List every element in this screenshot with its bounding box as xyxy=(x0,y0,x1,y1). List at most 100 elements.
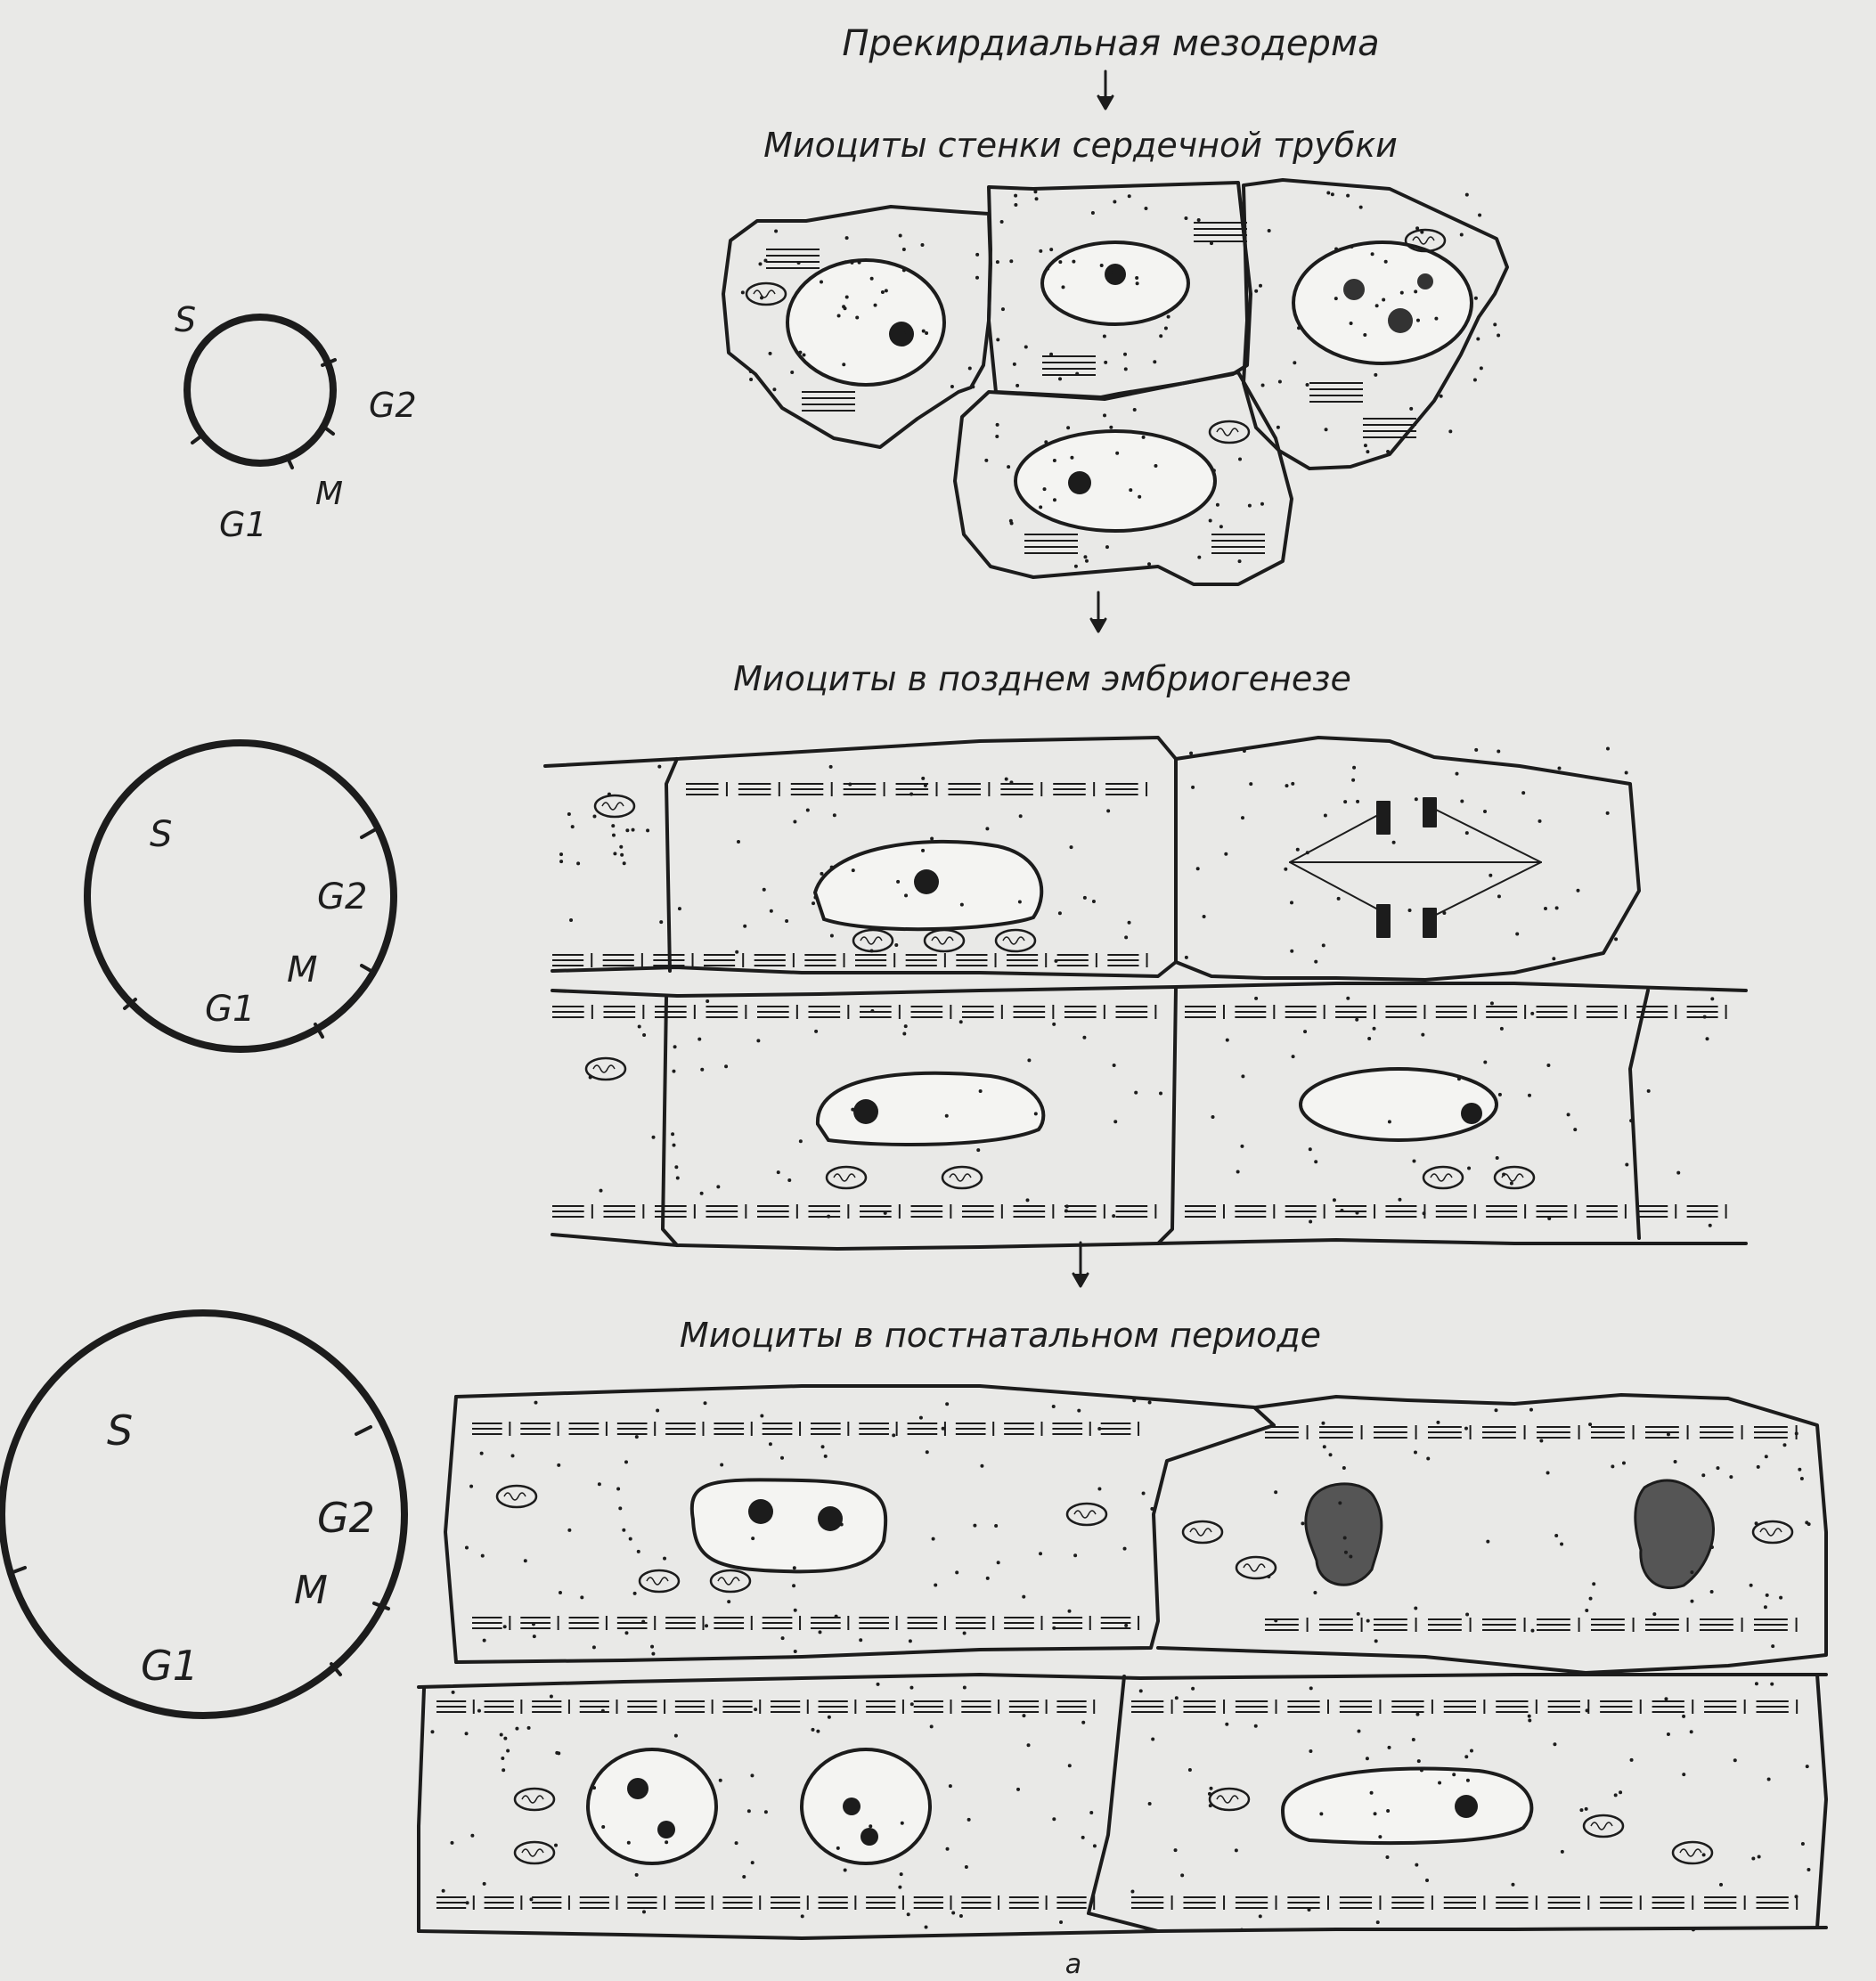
myofibril xyxy=(665,1618,696,1628)
mitochondrion xyxy=(1183,1521,1222,1543)
myofibril xyxy=(580,1701,609,1712)
myofibril xyxy=(1391,1897,1423,1908)
myofibril xyxy=(1687,1007,1718,1017)
granule xyxy=(797,261,801,265)
granule xyxy=(1106,809,1110,812)
granule xyxy=(1480,366,1483,370)
granule xyxy=(735,1841,738,1845)
granule xyxy=(1259,1914,1262,1918)
myofibril xyxy=(520,1618,551,1628)
mitochondrion xyxy=(1210,421,1249,443)
myofibril xyxy=(802,392,855,411)
granule xyxy=(844,1869,847,1872)
myofibril xyxy=(1000,784,1033,795)
myofibril xyxy=(722,1897,752,1908)
granule xyxy=(1464,1427,1468,1431)
mitochondrion xyxy=(497,1486,536,1507)
myofibril xyxy=(1757,1701,1789,1712)
granule xyxy=(624,1631,628,1635)
granule xyxy=(1625,771,1628,775)
granule xyxy=(1238,457,1242,461)
granule xyxy=(1490,1001,1494,1005)
granule xyxy=(1343,800,1347,803)
granule xyxy=(1667,1732,1670,1736)
granule xyxy=(1355,1211,1358,1215)
cell-outline xyxy=(419,1689,424,1931)
granule xyxy=(1486,1540,1489,1544)
granule xyxy=(1386,1809,1390,1813)
granule xyxy=(963,1631,967,1635)
granule xyxy=(618,1506,622,1510)
granule xyxy=(1412,1159,1415,1162)
myofibril xyxy=(1057,955,1089,966)
granule xyxy=(1497,894,1501,898)
granule xyxy=(921,777,925,780)
myofibril xyxy=(627,1897,657,1908)
granule xyxy=(1138,495,1141,499)
granule xyxy=(934,1583,937,1586)
granule xyxy=(632,828,635,832)
mitochondrion-cristae xyxy=(861,937,882,944)
granule xyxy=(1309,1147,1312,1151)
granule xyxy=(794,1650,797,1653)
cell-outline xyxy=(1158,989,1176,1243)
myofibril xyxy=(1340,1701,1372,1712)
granule xyxy=(452,1691,455,1694)
granule xyxy=(787,1178,791,1182)
granule xyxy=(1075,372,1079,376)
arrow-down-1 xyxy=(1098,71,1113,109)
granule xyxy=(877,1683,880,1686)
granule xyxy=(1546,1064,1550,1067)
granule xyxy=(1159,334,1162,338)
granule xyxy=(750,1773,754,1777)
granule xyxy=(1022,1595,1025,1599)
granule xyxy=(1049,248,1053,251)
granule xyxy=(1460,233,1464,237)
granule xyxy=(1385,1855,1389,1859)
granule xyxy=(973,1524,976,1528)
granule xyxy=(1148,1401,1152,1405)
granule xyxy=(1052,1626,1056,1630)
myofibril xyxy=(961,1701,991,1712)
granule xyxy=(1278,380,1282,384)
myofibril xyxy=(532,1701,561,1712)
granule xyxy=(1528,1715,1531,1718)
granule xyxy=(1751,1856,1755,1860)
granule xyxy=(470,1834,474,1838)
cell-outline xyxy=(666,759,677,971)
myofibril xyxy=(552,955,583,966)
granule xyxy=(932,1537,935,1541)
mitochondrion xyxy=(515,1789,554,1810)
myofibril xyxy=(914,1897,943,1908)
mitochondrion xyxy=(827,1167,866,1188)
granule xyxy=(1420,1768,1423,1772)
myofibril xyxy=(1285,1007,1317,1017)
granule xyxy=(500,1733,503,1737)
granule xyxy=(994,1524,998,1528)
granule xyxy=(1191,1687,1195,1691)
myofibril xyxy=(1056,1701,1086,1712)
myofibril xyxy=(1116,1206,1148,1217)
granule xyxy=(1767,1778,1771,1781)
granule xyxy=(1702,1853,1706,1856)
granule xyxy=(751,1861,754,1864)
granule xyxy=(1124,367,1128,371)
granule xyxy=(1710,997,1714,1000)
granule xyxy=(1314,1160,1317,1163)
myofibril xyxy=(757,1206,789,1217)
myofibril xyxy=(1014,1007,1046,1017)
granule xyxy=(1292,1055,1295,1058)
granule xyxy=(697,1038,701,1041)
granule xyxy=(465,1545,469,1549)
granule xyxy=(793,819,796,823)
granule xyxy=(1416,319,1420,322)
granule xyxy=(1077,1409,1081,1413)
granule xyxy=(627,1841,631,1845)
myofibril xyxy=(1444,1897,1476,1908)
granule xyxy=(1758,1855,1761,1859)
granule xyxy=(642,1033,646,1037)
granule xyxy=(985,827,989,830)
granule xyxy=(1150,1507,1154,1511)
mitochondrion xyxy=(853,930,893,951)
myofibril xyxy=(1700,1427,1733,1438)
